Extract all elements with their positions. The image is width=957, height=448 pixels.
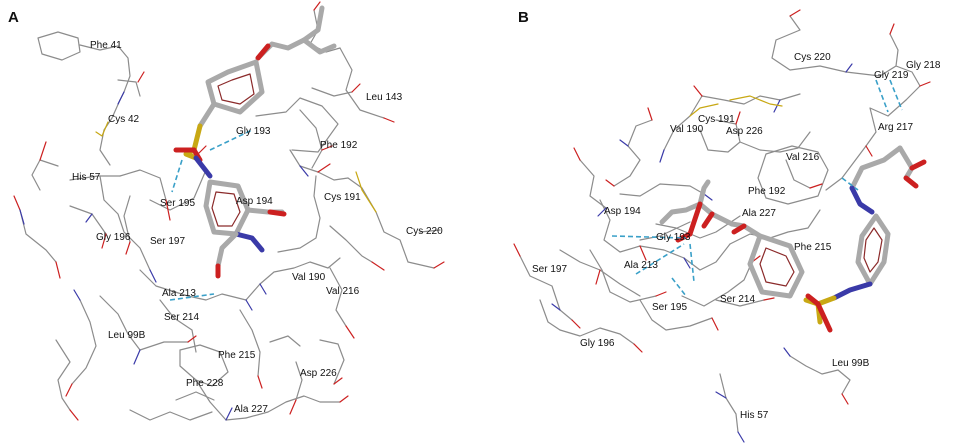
residue-label: Phe 41 xyxy=(90,40,122,51)
sulfur-bonds-b xyxy=(689,95,783,117)
ligand-a xyxy=(173,5,337,279)
residue-label: Val 216 xyxy=(326,286,360,297)
residue-label: Ala 213 xyxy=(162,288,196,299)
residue-label: Ser 195 xyxy=(652,302,687,313)
residue-label: Asp 194 xyxy=(236,196,273,207)
oxygen-bonds-a xyxy=(13,1,445,421)
residue-label: Ala 227 xyxy=(742,208,776,219)
residue-label: Ser 197 xyxy=(532,264,567,275)
panel-letter-a: A xyxy=(8,9,19,26)
residue-label: Cys 220 xyxy=(794,52,831,63)
residue-label: Phe 215 xyxy=(218,350,256,361)
residue-label: Ser 195 xyxy=(160,198,195,209)
residue-label: Leu 99B xyxy=(108,330,146,341)
residue-label: Phe 228 xyxy=(186,378,224,389)
residue-label: Ser 214 xyxy=(164,312,199,323)
residue-labels-a: Phe 41 Cys 42 Leu 143 Gly 193 Phe 192 Hi… xyxy=(72,40,443,415)
residue-label: Gly 218 xyxy=(906,60,941,71)
residue-label: Gly 193 xyxy=(236,126,271,137)
protein-wireframe-a xyxy=(19,9,441,421)
hbonds-b xyxy=(611,79,903,297)
nitrogen-bonds-a xyxy=(19,91,309,421)
residue-label: Leu 143 xyxy=(366,92,403,103)
residue-label: Phe 215 xyxy=(794,242,832,253)
residue-label: Cys 220 xyxy=(406,226,443,237)
residue-label: Arg 217 xyxy=(878,122,913,133)
residue-label: Cys 191 xyxy=(698,114,735,125)
residue-labels-b: Cys 220 Gly 218 Gly 219 Arg 217 Val 190 … xyxy=(532,52,941,421)
panel-letter-b: B xyxy=(518,9,529,26)
residue-label: Phe 192 xyxy=(748,186,786,197)
oxygen-bonds-b xyxy=(513,9,931,405)
residue-label: Val 190 xyxy=(292,272,326,283)
residue-label: His 57 xyxy=(740,410,769,421)
residue-label: Val 190 xyxy=(670,124,704,135)
nitrogen-bonds-b xyxy=(551,63,853,443)
ligand-b xyxy=(659,145,927,333)
protein-wireframe-b xyxy=(519,15,921,433)
residue-label: His 57 xyxy=(72,172,101,183)
residue-label: Cys 191 xyxy=(324,192,361,203)
residue-label: Ala 227 xyxy=(234,404,268,415)
residue-label: Asp 194 xyxy=(604,206,641,217)
residue-label: Ala 213 xyxy=(624,260,658,271)
residue-label: Gly 219 xyxy=(874,70,909,81)
residue-label: Phe 192 xyxy=(320,140,358,151)
residue-label: Asp 226 xyxy=(726,126,763,137)
residue-label: Val 216 xyxy=(786,152,820,163)
residue-label: Asp 226 xyxy=(300,368,337,379)
panel-b: B Cys 220 Gly 218 Gly 219 Arg 217 Val 19… xyxy=(513,9,941,443)
sulfur-bonds-a xyxy=(95,121,377,213)
residue-label: Gly 196 xyxy=(96,232,131,243)
residue-label: Ser 197 xyxy=(150,236,185,247)
residue-label: Leu 99B xyxy=(832,358,870,369)
residue-label: Gly 196 xyxy=(580,338,615,349)
hbonds-a xyxy=(169,129,253,301)
panel-a: A Phe 41 Cys 42 Leu 143 Gly 193 Phe 192 … xyxy=(8,1,445,421)
residue-label: Gly 193 xyxy=(656,232,691,243)
residue-label: Cys 42 xyxy=(108,114,140,125)
residue-label: Ser 214 xyxy=(720,294,755,305)
